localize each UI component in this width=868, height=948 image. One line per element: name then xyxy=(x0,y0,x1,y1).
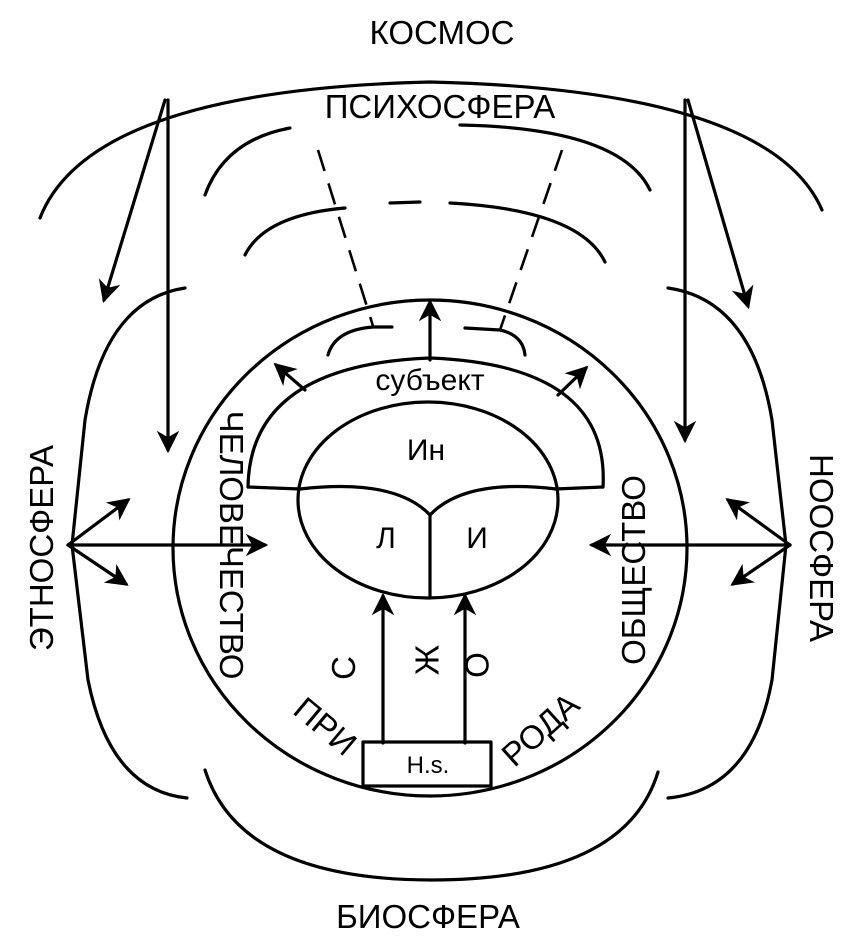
psychosphere-arc-inner-center xyxy=(388,200,422,205)
label-subject: субъект xyxy=(375,364,484,397)
individual-divider xyxy=(298,484,558,517)
label-pri: ПРИ xyxy=(287,690,364,763)
dashed-ray-left xyxy=(316,149,375,327)
psychosphere-arc-outer-right xyxy=(458,123,652,192)
subject-bracket xyxy=(326,325,394,357)
ethnosphere-arrow-down xyxy=(66,543,129,586)
subject-dome-base-left xyxy=(246,485,302,491)
psychosphere-arc-inner-right xyxy=(448,201,607,264)
label-zh: Ж xyxy=(409,644,446,675)
personality-circle xyxy=(296,400,560,600)
ethnosphere-bracket xyxy=(70,286,189,800)
label-society: ОБЩЕСТВО xyxy=(615,475,652,665)
label-i: И xyxy=(466,522,488,555)
label-psychosphere: ПСИХОСФЕРА xyxy=(325,88,556,125)
label-noosphere: НООСФЕРА xyxy=(803,454,840,642)
label-o: О xyxy=(459,652,496,678)
noosphere-arrow-down xyxy=(730,543,792,586)
biosphere-arc xyxy=(203,768,660,882)
label-hs: H.s. xyxy=(407,752,450,779)
label-ethnosphere: ЭТНОСФЕРА xyxy=(23,445,60,651)
noosphere-arrow-up xyxy=(725,498,792,547)
label-s: С xyxy=(325,656,362,680)
cosmos-arrow-right-diag xyxy=(686,98,754,310)
ethnosphere-arrow-up xyxy=(66,498,131,547)
cosmos-arrow-left-diag xyxy=(98,98,167,304)
label-in: Ин xyxy=(407,434,445,467)
label-biosphere: БИОСФЕРА xyxy=(336,898,520,935)
cosmos-arc xyxy=(38,80,824,220)
subject-arrow-left xyxy=(273,362,307,392)
label-roda: РОДА xyxy=(494,685,586,773)
label-cosmos: КОСМОС xyxy=(370,14,515,51)
label-humanity: ЧЕЛОВЕЧЕСТВО xyxy=(213,411,250,680)
hs-box xyxy=(361,740,493,788)
subject-bracket-right xyxy=(463,326,527,357)
subject-dome-base-right xyxy=(553,485,605,491)
subject-arrow-right xyxy=(556,365,589,397)
psychosphere-arc-outer-left xyxy=(203,126,292,197)
psychosphere-arc-inner-left xyxy=(243,206,347,257)
dashed-ray-right xyxy=(498,149,564,331)
label-l: Л xyxy=(376,522,396,555)
